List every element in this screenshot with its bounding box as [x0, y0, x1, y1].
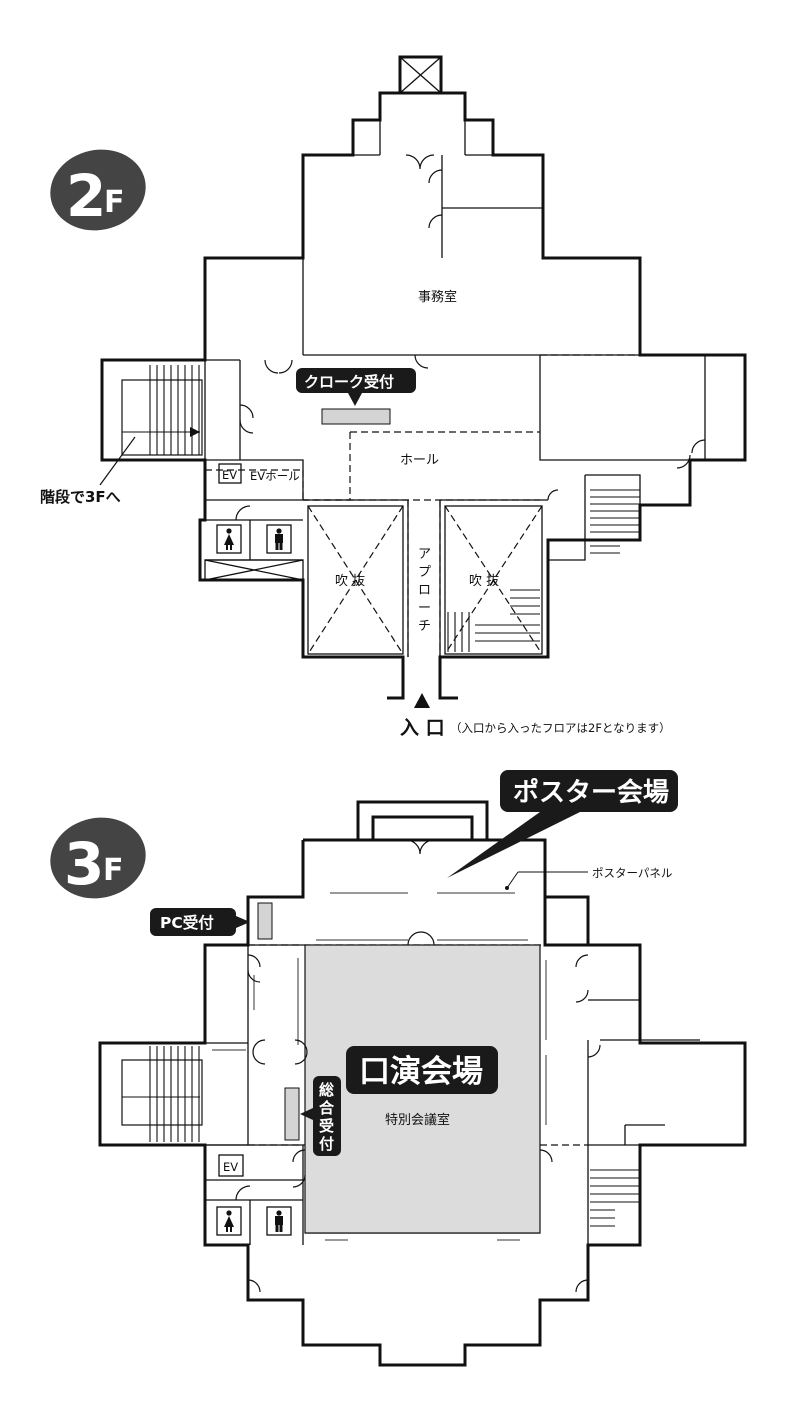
general-reception-desk	[284, 1087, 300, 1141]
floor-2-badge-number: 2	[66, 162, 106, 230]
floor-3-doors	[235, 839, 601, 1293]
floor-2-voids	[204, 505, 543, 655]
svg-text:チ: チ	[418, 619, 431, 634]
floor-2-map: 2 F	[40, 55, 747, 739]
entrance-arrow-icon	[414, 693, 430, 708]
poster-panels	[212, 892, 547, 1241]
stairs-pointer-line	[99, 436, 136, 486]
floor-3-badge: 3 F	[50, 817, 146, 899]
svg-text:ア: ア	[418, 547, 431, 562]
cloak-desk	[321, 408, 391, 425]
floor-3-ev-box	[218, 1154, 244, 1177]
approach-label: ア プ ロ ー チ	[418, 547, 431, 634]
cloak-reception-label: クローク受付	[304, 373, 394, 391]
entrance-note: （入口から入ったフロアは2Fとなります）	[450, 721, 671, 735]
floor-3-stairs	[121, 1046, 640, 1227]
floor-3-badge-letter: F	[103, 853, 124, 888]
floor-2-dashed-lines	[205, 354, 640, 657]
floor-2-stairs	[121, 365, 640, 652]
floor-2-walls	[100, 55, 747, 700]
svg-text:ー: ー	[418, 601, 431, 616]
floor-2-badge: 2 F	[50, 149, 146, 231]
room-office-label: 事務室	[418, 289, 457, 305]
svg-text:総: 総	[319, 1081, 334, 1099]
pc-reception-desk	[257, 902, 273, 940]
poster-venue-label: ポスター会場	[513, 777, 669, 808]
man-restroom-icon	[266, 1206, 292, 1236]
special-room-label: 特別会議室	[385, 1112, 450, 1128]
poster-venue-callout: ポスター会場	[447, 770, 678, 878]
cloak-reception-callout: クローク受付	[296, 368, 416, 406]
pc-reception-label: PC受付	[160, 913, 214, 932]
floor-3-ev-label: EV	[223, 1160, 238, 1174]
floor-3-badge-number: 3	[64, 830, 104, 898]
svg-text:合: 合	[318, 1099, 335, 1117]
woman-restroom-icon	[216, 524, 242, 554]
stairs-to-3f-label: 階段で3Fへ	[40, 488, 121, 506]
floor-2-ev-label: EV	[222, 468, 237, 482]
poster-panel-label: ポスターパネル	[592, 866, 672, 880]
man-restroom-icon	[266, 524, 292, 554]
ev-hall-label: EVホール	[250, 469, 300, 483]
svg-text:付: 付	[319, 1135, 334, 1153]
floor-2-doors	[235, 154, 706, 521]
svg-text:プ: プ	[418, 565, 431, 580]
room-hall-label: ホール	[400, 453, 439, 468]
oral-venue-callout: 口演会場	[346, 1046, 498, 1094]
floor-2-ev-box	[218, 463, 242, 484]
general-reception-callout: 総 合 受 付	[300, 1076, 341, 1156]
oral-venue-label: 口演会場	[359, 1054, 483, 1090]
floor-3-map: 3 F	[50, 770, 747, 1367]
woman-restroom-icon	[216, 1206, 242, 1236]
svg-text:受: 受	[319, 1117, 334, 1135]
pc-reception-callout: PC受付	[150, 908, 250, 936]
floor-2-badge-letter: F	[104, 185, 125, 220]
void-left-label: 吹 抜	[335, 573, 365, 589]
void-right-label: 吹 抜	[469, 573, 499, 589]
entrance-label: 入 口	[400, 717, 445, 739]
svg-text:ロ: ロ	[418, 583, 431, 598]
poster-panel-leader	[506, 871, 519, 889]
